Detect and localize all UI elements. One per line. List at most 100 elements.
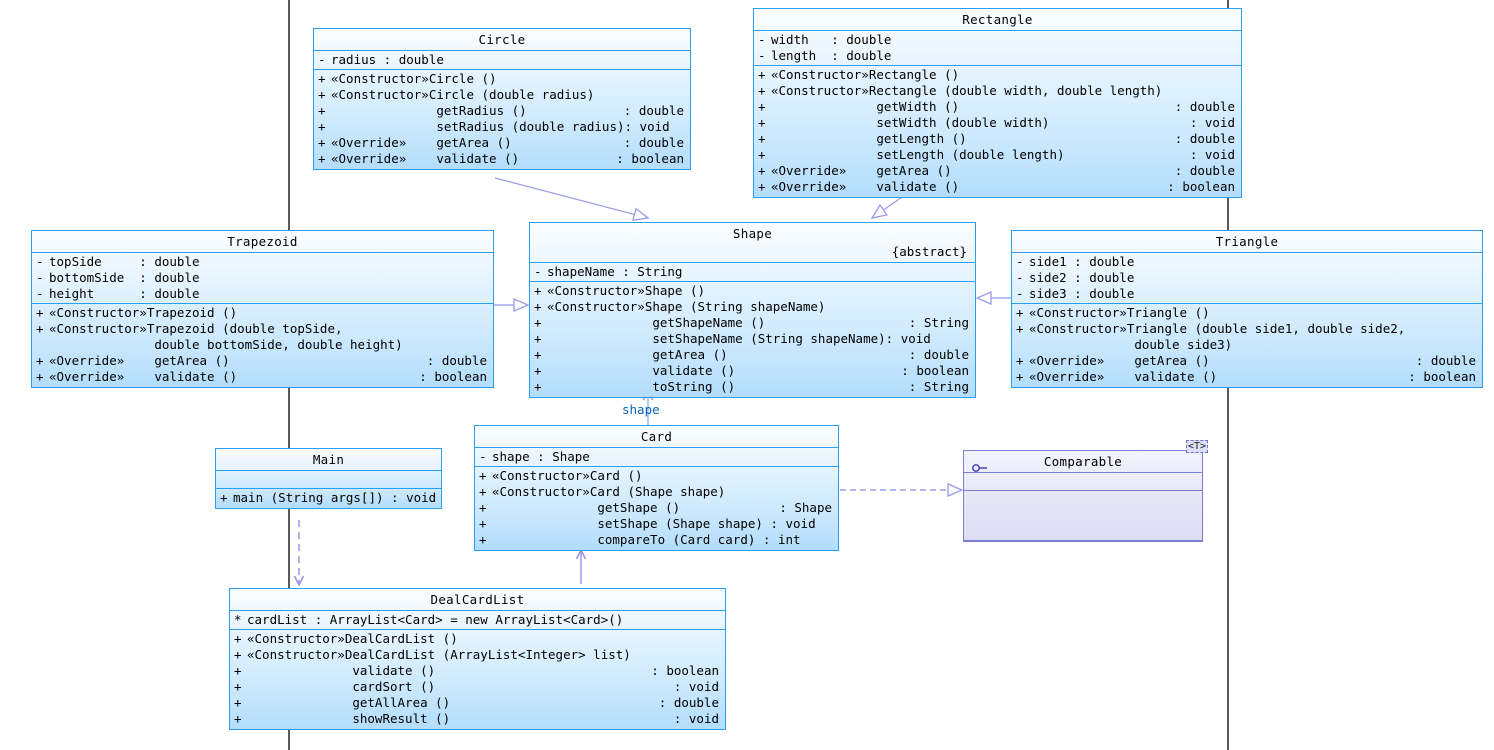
association-label-shape: shape	[622, 402, 660, 417]
operation-row: +«Constructor»Trapezoid ()	[36, 305, 238, 320]
operation-row: +«Constructor»Shape ()	[534, 283, 706, 298]
operation-row: + setRadius (double radius): void	[318, 119, 670, 134]
class-header-shape: Shape {abstract}	[530, 223, 975, 263]
operation-row: + compareTo (Card card) : int	[479, 532, 801, 547]
type-parameter-badge: <T>	[1185, 440, 1208, 453]
operation-row: + getAllArea (): double	[234, 695, 719, 710]
operation-row: + setShapeName (String shapeName): void	[534, 331, 931, 346]
class-header-main: Main	[216, 449, 441, 471]
attribute-row: -radius : double	[318, 52, 444, 67]
operation-row: + setWidth (double width): void	[758, 115, 1235, 130]
attribute-row: -side3 : double	[1016, 286, 1135, 301]
class-name-trapezoid: Trapezoid	[227, 234, 298, 249]
class-box-main[interactable]: Main +main (String args[]) : void	[215, 448, 442, 509]
attribute-row: -side1 : double	[1016, 254, 1135, 269]
operation-row: +«Override» validate (): boolean	[36, 369, 487, 384]
class-box-circle[interactable]: Circle -radius : double +«Constructor»Ci…	[313, 28, 691, 170]
class-attributes-main	[216, 471, 441, 489]
operation-row: + getRadius (): double	[318, 103, 684, 118]
attribute-row: *cardList : ArrayList<Card> = new ArrayL…	[234, 612, 624, 627]
class-header-dealcardlist: DealCardList	[230, 589, 725, 611]
class-name-rectangle: Rectangle	[962, 12, 1033, 27]
class-operations-circle: +«Constructor»Circle () +«Constructor»Ci…	[314, 70, 690, 169]
class-operations-dealcardlist: +«Constructor»DealCardList () +«Construc…	[230, 630, 725, 729]
class-operations-shape: +«Constructor»Shape () +«Constructor»Sha…	[530, 282, 975, 397]
class-attributes-triangle: -side1 : double -side2 : double -side3 :…	[1012, 253, 1482, 304]
operation-row: + showResult (): void	[234, 711, 719, 726]
operation-row: +«Constructor»DealCardList ()	[234, 631, 458, 646]
class-box-card[interactable]: Card -shape : Shape +«Constructor»Card (…	[474, 425, 839, 551]
class-box-rectangle[interactable]: Rectangle -width : double -length : doub…	[753, 8, 1242, 198]
class-box-triangle[interactable]: Triangle -side1 : double -side2 : double…	[1011, 230, 1483, 388]
interface-attributes-comparable	[964, 473, 1202, 491]
operation-row: +«Override» getArea (): double	[1016, 353, 1476, 368]
class-name-shape: Shape	[732, 226, 773, 241]
class-attributes-dealcardlist: *cardList : ArrayList<Card> = new ArrayL…	[230, 611, 725, 630]
interface-operations-comparable	[964, 491, 1202, 541]
operation-row: + validate (): boolean	[234, 663, 719, 678]
operation-row: + getWidth (): double	[758, 99, 1235, 114]
class-name-card: Card	[640, 429, 673, 444]
operation-row: + getShapeName (): String	[534, 315, 969, 330]
operation-row: double side3)	[1029, 337, 1233, 352]
class-header-circle: Circle	[314, 29, 690, 51]
operation-row: +«Constructor»Card ()	[479, 468, 643, 483]
operation-row: +«Override» getArea (): double	[36, 353, 487, 368]
class-name-circle: Circle	[478, 32, 526, 47]
attribute-row: -side2 : double	[1016, 270, 1135, 285]
class-box-trapezoid[interactable]: Trapezoid -topSide : double -bottomSide …	[31, 230, 494, 388]
class-attributes-shape: -shapeName : String	[530, 263, 975, 282]
operation-row: + getLength (): double	[758, 131, 1235, 146]
operation-row: + setLength (double length): void	[758, 147, 1235, 162]
class-operations-trapezoid: +«Constructor»Trapezoid () +«Constructor…	[32, 304, 493, 387]
operation-row: +«Constructor»DealCardList (ArrayList<In…	[234, 647, 631, 662]
class-name-main: Main	[312, 452, 345, 467]
operation-row: +«Override» validate (): boolean	[758, 179, 1235, 194]
operation-row: +«Constructor»Rectangle ()	[758, 67, 960, 82]
class-modifier-abstract: {abstract}	[891, 244, 967, 259]
attribute-row: -shape : Shape	[479, 449, 590, 464]
operation-row: + validate (): boolean	[534, 363, 969, 378]
attribute-row: -shapeName : String	[534, 264, 683, 279]
operation-row: +«Override» getArea (): double	[758, 163, 1235, 178]
class-header-trapezoid: Trapezoid	[32, 231, 493, 253]
class-box-dealcardlist[interactable]: DealCardList *cardList : ArrayList<Card>…	[229, 588, 726, 730]
class-header-card: Card	[475, 426, 838, 448]
class-attributes-circle: -radius : double	[314, 51, 690, 70]
interface-header-comparable: Comparable	[964, 451, 1202, 473]
attribute-row: -bottomSide : double	[36, 270, 200, 285]
class-header-triangle: Triangle	[1012, 231, 1482, 253]
operation-row: +«Override» validate (): boolean	[318, 151, 684, 166]
operation-row: + toString (): String	[534, 379, 969, 394]
operation-row: +main (String args[]) : void	[220, 490, 437, 505]
interface-box-comparable[interactable]: <T> Comparable	[963, 440, 1208, 542]
edge-circle-generalization	[494, 177, 648, 218]
operation-row: + setShape (Shape shape) : void	[479, 516, 816, 531]
operation-row: +«Constructor»Shape (String shapeName)	[534, 299, 826, 314]
class-operations-rectangle: +«Constructor»Rectangle () +«Constructor…	[754, 66, 1241, 197]
interface-lollipop-icon	[972, 457, 988, 472]
class-operations-main: +main (String args[]) : void	[216, 489, 441, 508]
operation-row: double bottomSide, double height)	[49, 337, 403, 352]
attribute-row: -topSide : double	[36, 254, 200, 269]
class-operations-triangle: +«Constructor»Triangle () +«Constructor»…	[1012, 304, 1482, 387]
operation-row: +«Override» getArea (): double	[318, 135, 684, 150]
interface-name-comparable: Comparable	[1043, 454, 1123, 469]
operation-row: +«Constructor»Triangle (double side1, do…	[1016, 321, 1406, 336]
class-operations-card: +«Constructor»Card () +«Constructor»Card…	[475, 467, 838, 550]
operation-row: +«Constructor»Triangle ()	[1016, 305, 1210, 320]
class-name-triangle: Triangle	[1215, 234, 1279, 249]
attribute-row: -width : double	[758, 32, 892, 47]
operation-row: + getShape (): Shape	[479, 500, 832, 515]
operation-row: +«Constructor»Circle ()	[318, 71, 497, 86]
operation-row: + getArea (): double	[534, 347, 969, 362]
class-box-shape[interactable]: Shape {abstract} -shapeName : String +«C…	[529, 222, 976, 398]
class-attributes-rectangle: -width : double -length : double	[754, 31, 1241, 66]
attribute-row: -length : double	[758, 48, 892, 63]
operation-row: + cardSort (): void	[234, 679, 719, 694]
operation-row: +«Constructor»Card (Shape shape)	[479, 484, 726, 499]
class-name-dealcardlist: DealCardList	[430, 592, 525, 607]
operation-row: +«Constructor»Rectangle (double width, d…	[758, 83, 1163, 98]
operation-row: +«Constructor»Trapezoid (double topSide,	[36, 321, 343, 336]
